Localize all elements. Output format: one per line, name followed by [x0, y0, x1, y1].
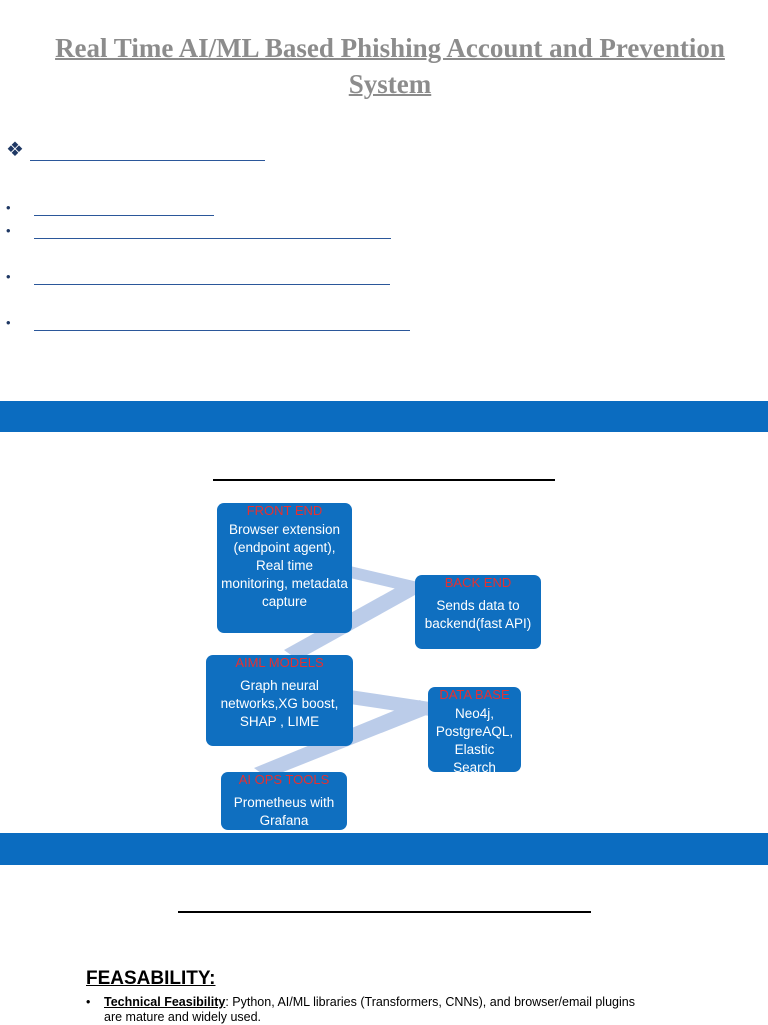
bullet-icon: • [6, 315, 11, 330]
lower-heading-underline [178, 911, 591, 913]
bullet-icon: • [6, 269, 11, 284]
back-end-label: BACK END [444, 575, 512, 590]
back-end-node: BACK END Sends data to backend(fast API) [415, 575, 541, 649]
section-band-top [0, 401, 768, 432]
ai-ops-tools-text: Prometheus with Grafana [233, 795, 335, 828]
data-base-label: DATA BASE [439, 687, 510, 702]
bullet-underline-3 [34, 284, 390, 285]
front-end-node: FRONT END Browser extension (endpoint ag… [217, 503, 352, 633]
page-title: Real Time AI/ML Based Phishing Account a… [20, 30, 760, 102]
feasibility-item: • Technical Feasibility: Python, AI/ML li… [86, 995, 686, 1025]
feasibility-item-label: Technical Feasibility [104, 995, 226, 1009]
bullet-underline-1 [34, 215, 214, 216]
data-base-text: Neo4j, PostgreAQL, Elastic Search [435, 706, 514, 772]
title-line-2: System [348, 69, 432, 99]
ai-ops-tools-node: AI OPS TOOLS Prometheus with Grafana [221, 772, 347, 830]
aiml-models-label: AIML MODELS [235, 655, 324, 670]
back-end-text: Sends data to backend(fast API) [424, 598, 532, 631]
ai-ops-tools-label: AI OPS TOOLS [238, 772, 330, 787]
bullet-underline-2 [34, 238, 391, 239]
section-band-bottom [0, 833, 768, 865]
aiml-models-node: AIML MODELS Graph neural networks,XG boo… [206, 655, 353, 746]
bullet-icon: • [6, 200, 11, 215]
front-end-label: FRONT END [246, 503, 323, 518]
data-base-node: DATA BASE Neo4j, PostgreAQL, Elastic Sea… [428, 687, 521, 772]
feasibility-item-text: : Python, AI/ML libraries (Transformers,… [225, 995, 635, 1009]
front-end-text: Browser extension (endpoint agent), Real… [221, 522, 348, 609]
title-line-1: Real Time AI/ML Based Phishing Account a… [55, 33, 725, 63]
heading-underline [30, 160, 265, 161]
diamond-bullet-icon: ❖ [6, 139, 24, 161]
feasibility-heading: FEASABILITY: [86, 968, 216, 989]
connector-backend-aiml [284, 580, 424, 660]
bullet-icon: • [86, 995, 91, 1009]
bullet-icon: • [6, 223, 11, 238]
diagram-heading-underline [213, 479, 555, 481]
bullet-underline-4 [34, 330, 410, 331]
feasibility-item-continuation: are mature and widely used. [104, 1010, 262, 1024]
aiml-models-text: Graph neural networks,XG boost, SHAP , L… [220, 678, 339, 729]
